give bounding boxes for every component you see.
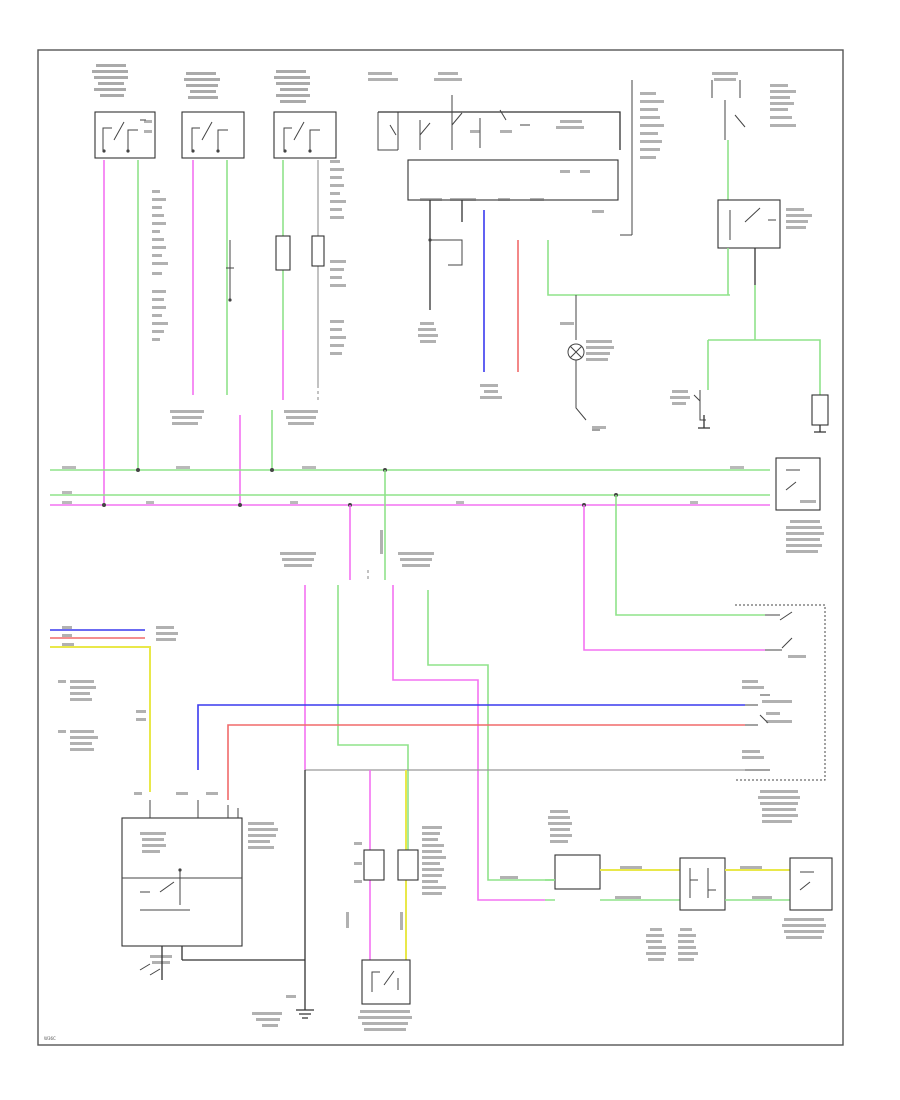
right-door-wires: [197, 495, 765, 800]
door-lock-actuator-group-right: [273, 70, 337, 159]
ground-and-motor-right: [670, 390, 829, 433]
middle-drop-wires: [280, 470, 555, 901]
rear-door-lock-actuator: [346, 770, 446, 1031]
inline-connectors-left: [152, 160, 346, 425]
diagram-frame: [37, 49, 844, 1046]
door-lock-actuator-right-panel: [735, 604, 826, 823]
actuator-feed-wires: [103, 160, 319, 505]
door-lock-actuator-group-center: [181, 72, 245, 159]
door-lock-switch-assembly: [368, 72, 730, 399]
rear-door-switch-chain: [500, 810, 833, 961]
main-harness: [50, 466, 770, 507]
door-lock-actuator-group-left: [92, 64, 156, 159]
diagram-code: W36C: [44, 1036, 56, 1041]
door-lock-switch-right: [775, 457, 824, 553]
keyless-control-module: [121, 770, 314, 1027]
left-side-bus: [50, 626, 178, 792]
switch-reference-lines: [620, 80, 664, 236]
relay-module-top-right: [707, 72, 821, 395]
harness-drop-wires-left: [239, 385, 319, 505]
lamp-relay-center: [560, 295, 614, 431]
